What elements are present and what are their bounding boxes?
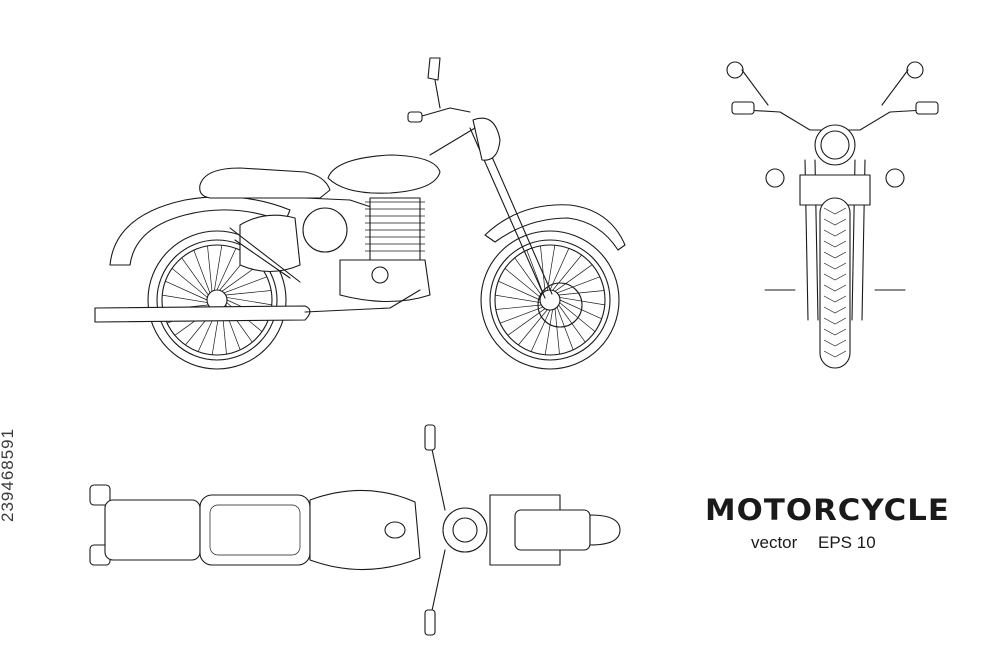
front-tire: [820, 198, 850, 368]
title: MOTORCYCLE: [705, 493, 950, 527]
handlebar-top: [425, 425, 445, 635]
rear-fender-top: [105, 500, 200, 560]
side-cover: [303, 208, 347, 252]
motorcycle-side-view: [90, 50, 640, 380]
front-tire-top: [590, 515, 620, 545]
engine: [340, 198, 430, 302]
subtitle-vector: vector: [751, 533, 798, 552]
mirror-right: [882, 62, 923, 105]
motorcycle-front-view: [720, 50, 950, 380]
tool-box: [240, 215, 300, 271]
mirror-left: [727, 62, 768, 105]
motorcycle-top-view: [85, 420, 635, 650]
stock-id: 239468591: [0, 427, 17, 522]
fuel-tank-top: [310, 490, 420, 569]
seat-top: [200, 495, 310, 565]
speedometer: [443, 508, 487, 552]
mirror: [435, 80, 440, 108]
subtitle-eps: EPS 10: [818, 533, 876, 552]
fuel-tank: [328, 155, 440, 193]
rear-lamp: [90, 485, 110, 505]
front-fender-top: [515, 510, 590, 550]
exhaust: [95, 306, 310, 322]
front-fork: [805, 160, 865, 320]
headlamp: [473, 118, 500, 160]
front-fender: [485, 205, 625, 250]
handlebar: [415, 108, 470, 118]
front-wheel: [481, 231, 619, 369]
seat: [200, 168, 330, 198]
